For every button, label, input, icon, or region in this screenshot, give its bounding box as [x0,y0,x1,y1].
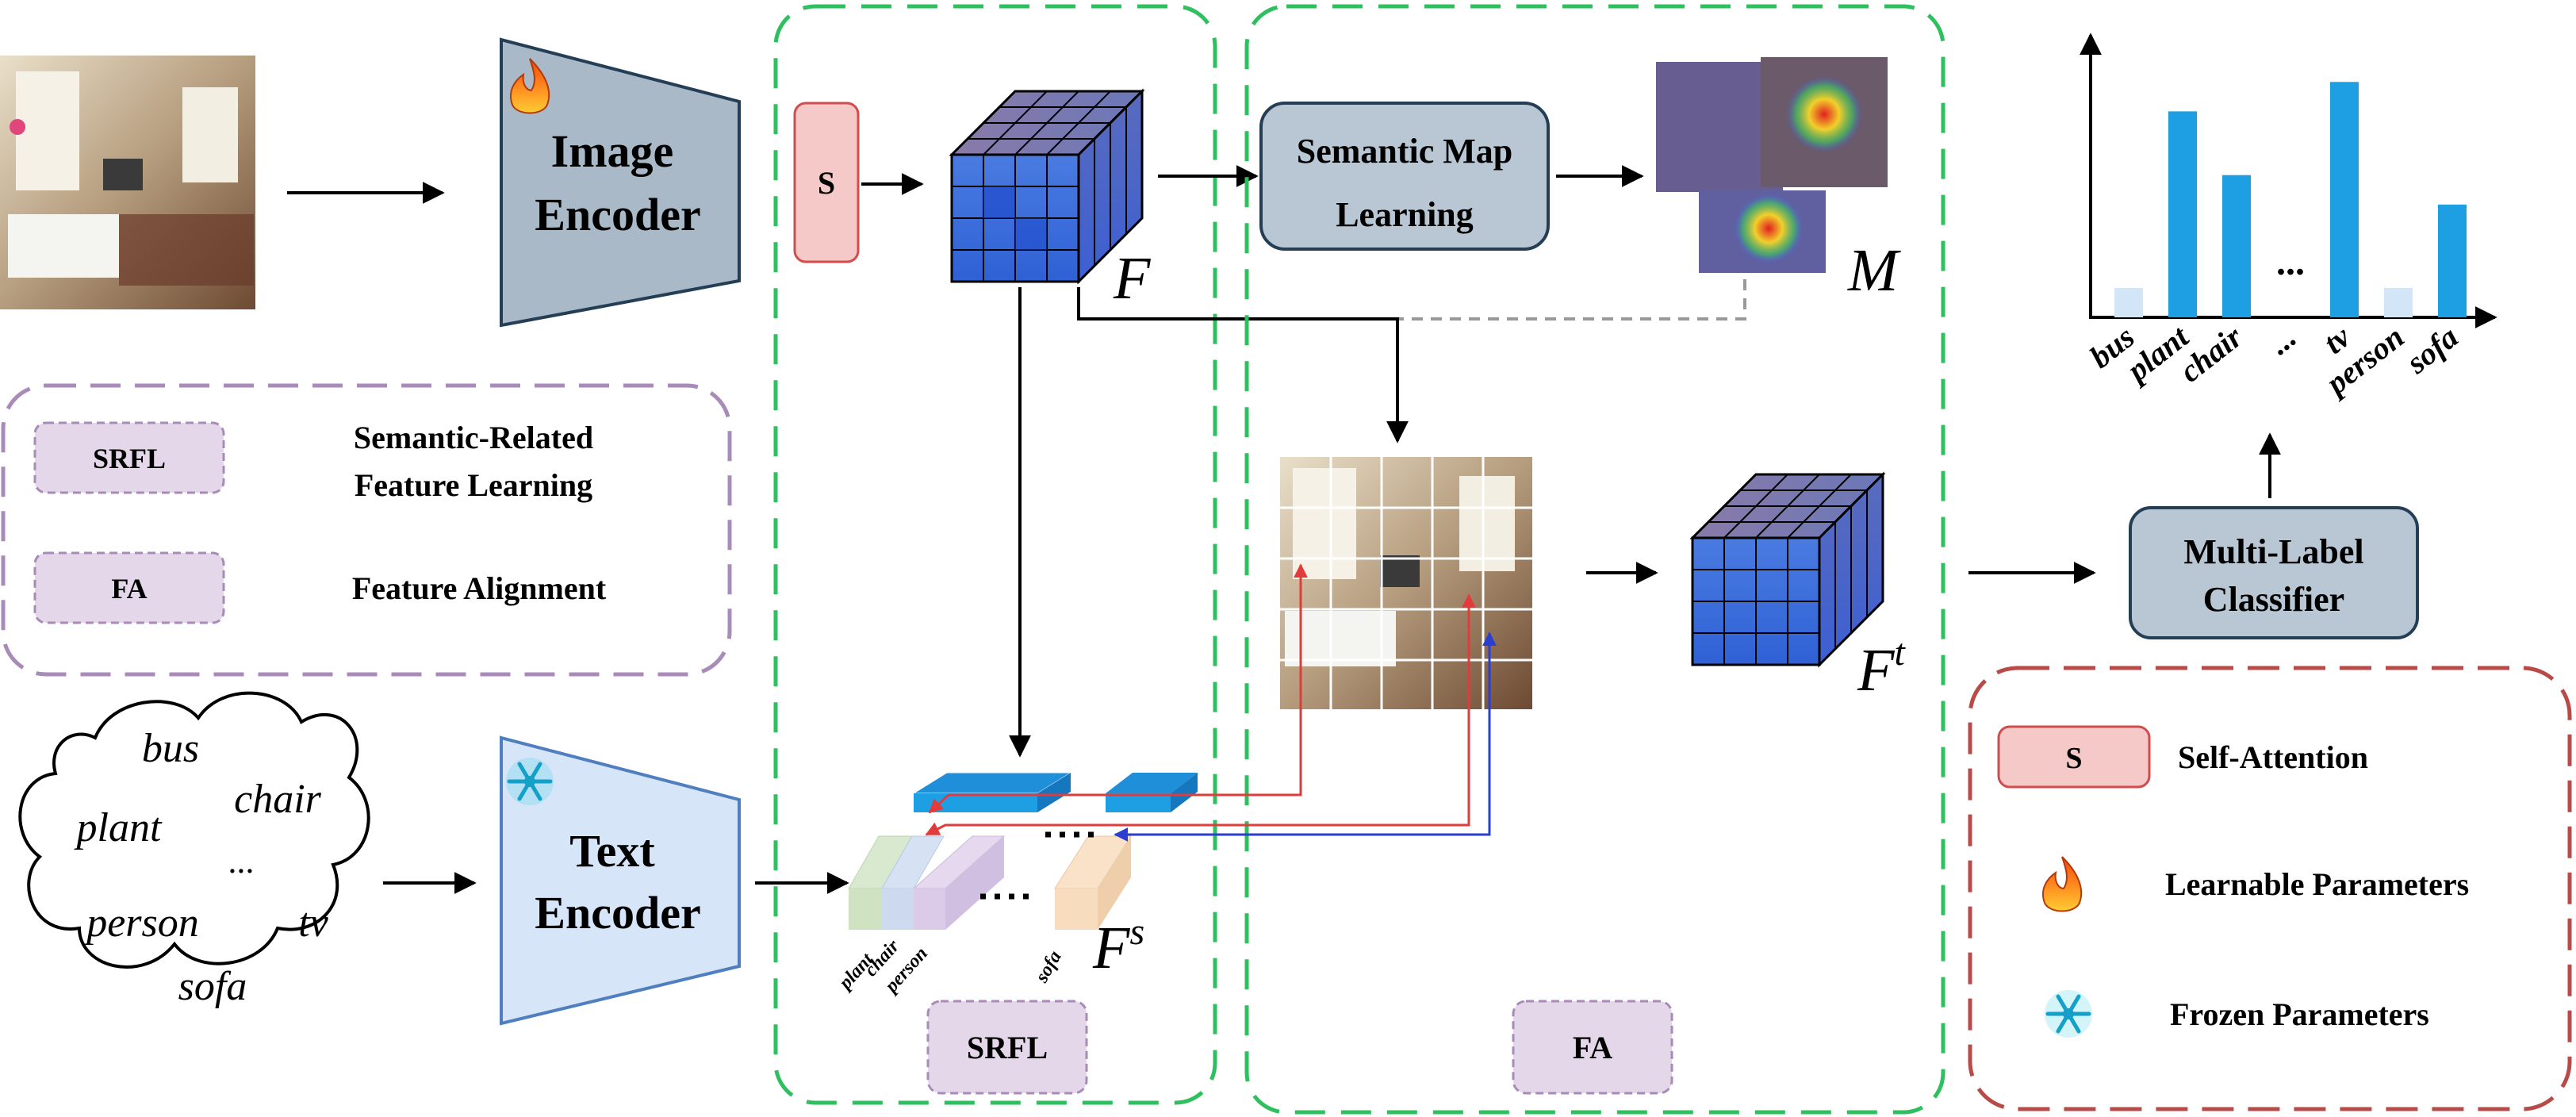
word-bus: bus [142,726,199,771]
word-person: person [83,900,199,946]
text-feature-plant [848,835,913,930]
fire-icon [509,58,550,114]
chart-bars: ... [2114,82,2467,317]
multi-label-classifier-box [2129,506,2419,639]
chart-label-chair: chair [2173,318,2249,389]
legend-learnable-label: Learnable Parameters [2165,866,2469,902]
chart-bar-tv [2330,82,2359,317]
chart-bar-person [2384,287,2413,317]
fa-module-tag [1512,1000,1673,1095]
input-image [0,56,255,309]
feature-Fs-sup: s [1129,911,1144,953]
legend-frozen-label: Frozen Parameters [2170,996,2429,1032]
feature-Fs-base: F [1092,915,1131,981]
legend-fa-line1: Feature Alignment [352,570,607,606]
word-chair: chair [234,777,322,822]
legend-symbols: S Self-Attention Learnable Parameters Fr… [1968,666,2572,1111]
F-to-aligned-image-arrow [1077,287,1409,443]
classifier-line2: Classifier [2203,580,2344,619]
feature-F-label: F [1113,245,1152,312]
feature-Fs-label: Fs [1092,911,1144,981]
snowflake-icon [506,758,554,805]
legend-modules: SRFL Semantic-Related Feature Learning F… [1,383,732,677]
legend-self-attention-symbol-text: S [2065,742,2082,775]
semantic-map-line1: Semantic Map [1297,132,1513,171]
word-ellipsis: ... [229,842,255,881]
legend-fa-abbr: FA [111,573,147,605]
text-features-Fs: plant chair person sofa [834,772,1198,998]
feature-Ft-base: F [1857,637,1896,704]
word-plant: plant [74,805,163,850]
word-sofa: sofa [178,964,247,1009]
chart-label-ellipsis: ... [2262,319,2302,362]
legend-srfl-line1: Semantic-Related [354,420,593,455]
fire-icon [2041,856,2083,912]
semantic-maps-M [1656,57,1888,273]
semantic-map-learning-box [1259,102,1550,251]
fa-module-label: FA [1573,1030,1612,1065]
chart-ellipsis: ... [2276,241,2305,283]
chart-bar-chair [2222,175,2251,317]
text-encoder: Text Encoder [500,735,741,1026]
M-to-image-dashed-line [1399,279,1746,321]
feature-cube-F [949,88,1145,285]
classifier-line1: Multi-Label [2183,532,2363,571]
image-encoder-line2: Encoder [535,189,700,240]
self-attention-block [793,102,860,263]
semantic-map-line2: Learning [1336,195,1474,234]
blue-alignment-line [1114,647,1491,842]
feature-Ft-sup: t [1894,631,1906,674]
text-feature-person [912,835,1006,930]
chart-bar-sofa [2438,204,2467,317]
text-feature-sofa [1054,835,1132,930]
map-M-label: M [1847,237,1901,304]
legend-self-attention-symbol [1997,725,2151,789]
srfl-module-label: SRFL [967,1030,1048,1065]
legend-srfl-abbr: SRFL [93,443,166,474]
snowflake-icon [2045,990,2092,1038]
feature-cube-Ft [1689,471,1886,668]
word-cloud: bus chair plant ... person tv sofa [18,691,370,1009]
red-alignment-line-3 [925,611,1470,836]
legend-srfl-line2: Feature Learning [355,467,592,503]
chart-bar-plant [2168,111,2197,317]
srfl-module-tag [926,1000,1088,1095]
feature-Ft-label: Ft [1857,631,1906,704]
chart-bar-bus [2114,287,2143,317]
text-encoder-line2: Encoder [535,887,700,939]
text-feature-chair [881,835,945,930]
legend-self-attention-label: Self-Attention [2178,739,2368,775]
srfl-region [773,4,1217,1105]
aligned-grid-image [1280,457,1532,709]
chart-label-sofa: sofa [2399,319,2465,381]
image-encoder-line1: Image [551,125,674,177]
fa-region [1244,4,1945,1115]
text-encoder-line1: Text [569,825,655,877]
self-attention-label: S [818,165,835,201]
word-tv: tv [298,900,328,946]
red-alignment-line-1 [928,583,1302,814]
image-encoder: Image Encoder [500,37,741,328]
text-feature-label-sofa: sofa [1031,947,1066,987]
